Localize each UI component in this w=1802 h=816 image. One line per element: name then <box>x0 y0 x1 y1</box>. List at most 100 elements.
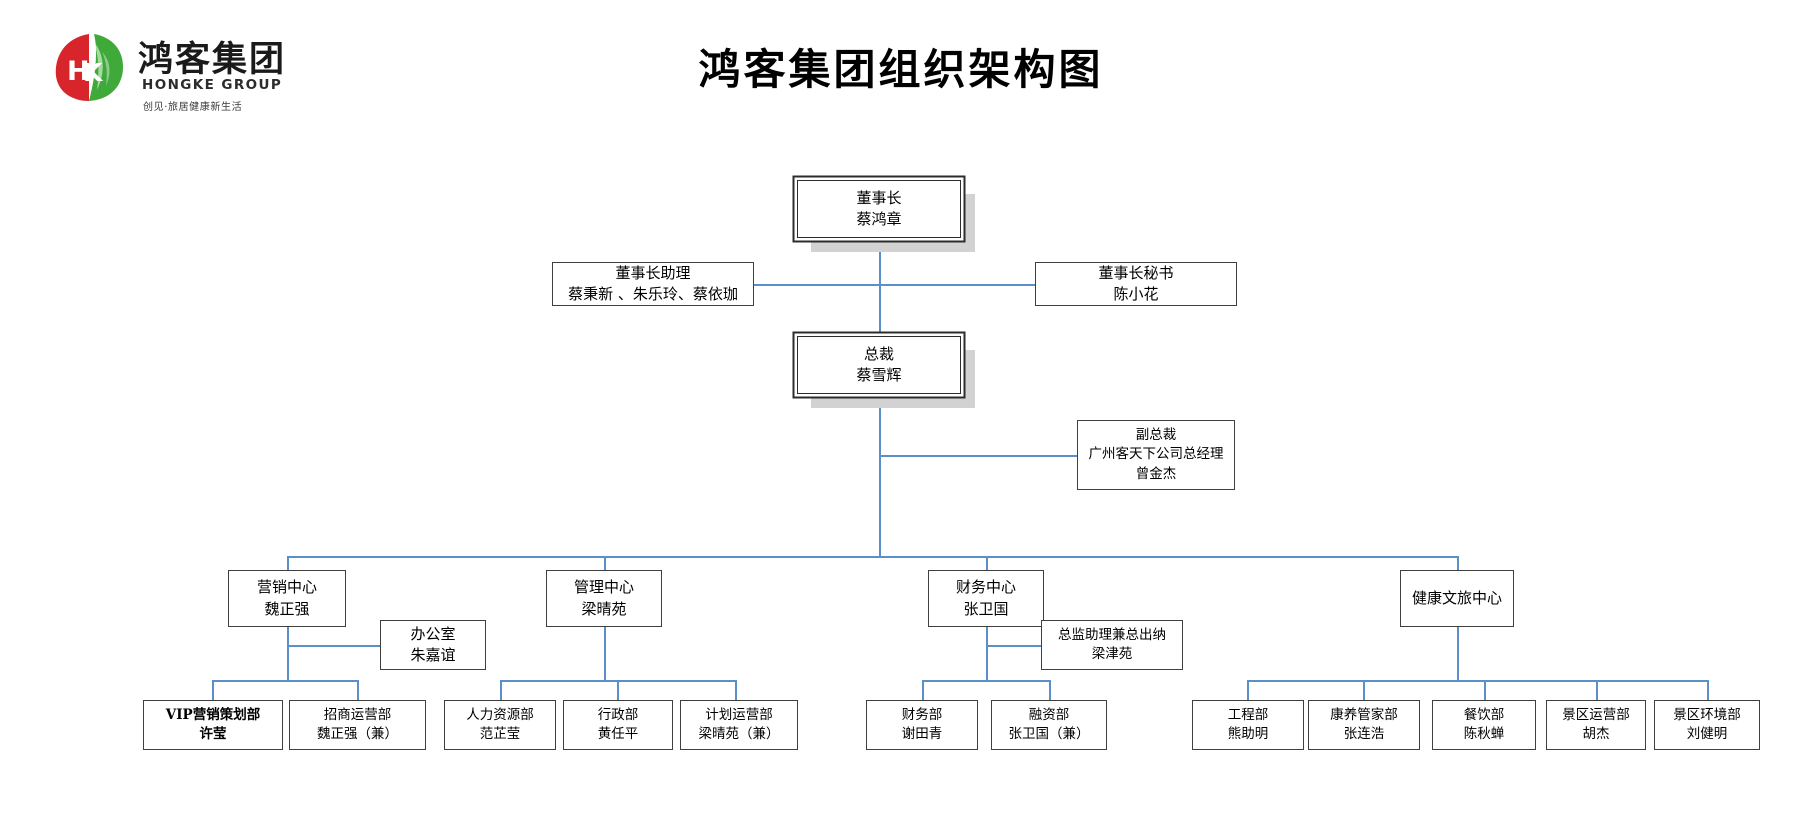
node-center-finance[interactable]: 财务中心 张卫国 <box>928 570 1044 627</box>
node-dept-scenic-operations[interactable]: 景区运营部 胡杰 <box>1546 700 1646 750</box>
node-vice-president-role: 副总裁 <box>1135 427 1177 444</box>
connector-bus-marketing <box>287 556 289 582</box>
node-chairman-secretary-person: 陈小花 <box>1113 285 1159 303</box>
connector-main-bus <box>287 556 1457 558</box>
connector-president-bus <box>879 402 881 557</box>
node-chairman-assistant-person: 蔡秉新 、朱乐玲、蔡依珈 <box>568 285 738 303</box>
node-center-marketing-role: 营销中心 <box>256 578 317 597</box>
node-center-management-role: 管理中心 <box>573 578 634 597</box>
node-vice-president-person: 曾金杰 <box>1135 465 1177 482</box>
connector-chairman-president <box>879 229 881 337</box>
node-office[interactable]: 办公室 朱嘉谊 <box>380 620 486 670</box>
node-dept-financing[interactable]: 融资部 张卫国（兼） <box>991 700 1107 750</box>
node-center-marketing[interactable]: 营销中心 魏正强 <box>228 570 346 627</box>
company-logo: H K 鸿客集团 HONGKE GROUP 创见·旅居健康新生活 <box>50 28 300 120</box>
connector-bus-finance <box>986 556 988 582</box>
connector-marketing-dept-1 <box>212 680 214 700</box>
connector-health-stem <box>1457 616 1459 680</box>
node-dept-administration[interactable]: 行政部 黄任平 <box>563 700 673 750</box>
node-center-health-tourism-role: 健康文旅中心 <box>1411 588 1502 607</box>
node-dept-person: 张连浩 <box>1343 726 1385 742</box>
connector-health-dept-3 <box>1484 680 1486 700</box>
node-dept-person: 梁晴苑（兼） <box>698 726 780 742</box>
node-vice-president-role2: 广州客天下公司总经理 <box>1088 446 1224 463</box>
node-chairman-person: 蔡鸿章 <box>856 210 902 228</box>
logo-name-en: HONGKE GROUP <box>142 77 283 93</box>
node-dept-person: 刘健明 <box>1686 726 1728 742</box>
node-president[interactable]: 总裁 蔡雪辉 <box>797 336 961 394</box>
node-dept-vip-marketing-planning[interactable]: VIP营销策划部 许莹 <box>143 700 283 750</box>
connector-marketing-dept-2 <box>357 680 359 700</box>
node-dept-role: 财务部 <box>901 706 943 723</box>
node-dept-person: 许莹 <box>199 726 227 742</box>
node-dept-person: 黄任平 <box>597 726 639 742</box>
hongke-leaf-logo-icon: H K <box>50 28 128 106</box>
node-dept-health-housekeeping[interactable]: 康养管家部 张连浩 <box>1308 700 1420 750</box>
connector-health-dept-bus <box>1247 680 1707 682</box>
connector-health-dept-5 <box>1707 680 1709 700</box>
connector-finance-stem <box>986 616 988 680</box>
connector-health-dept-4 <box>1596 680 1598 700</box>
connector-marketing-stem <box>287 616 289 680</box>
connector-chairman-assistant <box>753 284 880 286</box>
node-center-finance-role: 财务中心 <box>955 578 1016 597</box>
connector-marketing-dept-bus <box>212 680 358 682</box>
node-dept-role: VIP营销策划部 <box>165 706 261 723</box>
node-dept-role: 餐饮部 <box>1463 706 1505 723</box>
node-finance-staff-person: 梁津苑 <box>1091 646 1133 662</box>
node-chairman[interactable]: 董事长 蔡鸿章 <box>797 180 961 238</box>
node-dept-person: 陈秋蝉 <box>1463 726 1505 742</box>
node-chairman-assistant-role: 董事长助理 <box>615 263 691 282</box>
node-dept-planning-operations[interactable]: 计划运营部 梁晴苑（兼） <box>680 700 798 750</box>
node-center-management[interactable]: 管理中心 梁晴苑 <box>546 570 662 627</box>
node-president-role: 总裁 <box>863 344 894 363</box>
node-dept-role: 景区运营部 <box>1562 706 1630 723</box>
svg-text:K: K <box>83 58 104 87</box>
node-center-marketing-person: 魏正强 <box>264 599 310 618</box>
connector-management-dept-3 <box>735 680 737 700</box>
connector-finance-dept-bus <box>922 680 1050 682</box>
node-dept-scenic-environment[interactable]: 景区环境部 刘健明 <box>1654 700 1760 750</box>
node-center-management-person: 梁晴苑 <box>581 599 627 618</box>
connector-management-dept-1 <box>500 680 502 700</box>
svg-text:H: H <box>67 56 90 87</box>
connector-bus-management <box>604 556 606 582</box>
node-dept-role: 行政部 <box>597 706 639 723</box>
node-dept-role: 景区环境部 <box>1673 706 1741 723</box>
connector-president-vice <box>879 455 1077 457</box>
node-chairman-secretary-role: 董事长秘书 <box>1098 263 1174 282</box>
node-dept-role: 招商运营部 <box>323 706 392 723</box>
node-dept-role: 康养管家部 <box>1330 706 1398 723</box>
node-office-person: 朱嘉谊 <box>410 646 456 664</box>
logo-slogan: 创见·旅居健康新生活 <box>143 102 243 113</box>
node-chairman-assistant[interactable]: 董事长助理 蔡秉新 、朱乐玲、蔡依珈 <box>552 262 754 306</box>
node-dept-role: 融资部 <box>1028 706 1070 723</box>
node-chairman-role: 董事长 <box>856 188 902 207</box>
node-dept-finance[interactable]: 财务部 谢田青 <box>866 700 978 750</box>
node-president-person: 蔡雪辉 <box>856 366 902 384</box>
connector-finance-dept-2 <box>1049 680 1051 700</box>
node-dept-person: 魏正强（兼） <box>317 726 398 742</box>
node-dept-person: 熊助明 <box>1227 726 1269 742</box>
node-vice-president[interactable]: 副总裁 广州客天下公司总经理 曾金杰 <box>1077 420 1235 490</box>
node-dept-person: 胡杰 <box>1582 726 1610 742</box>
connector-bus-health <box>1457 556 1459 582</box>
node-dept-role: 人力资源部 <box>466 706 534 723</box>
node-dept-person: 范芷莹 <box>479 726 521 742</box>
node-dept-investment-operations[interactable]: 招商运营部 魏正强（兼） <box>289 700 426 750</box>
connector-finance-dept-1 <box>922 680 924 700</box>
connector-management-dept-2 <box>617 680 619 700</box>
node-center-health-tourism[interactable]: 健康文旅中心 <box>1400 570 1514 627</box>
node-dept-catering[interactable]: 餐饮部 陈秋蝉 <box>1432 700 1536 750</box>
node-chairman-secretary[interactable]: 董事长秘书 陈小花 <box>1035 262 1237 306</box>
connector-health-dept-2 <box>1363 680 1365 700</box>
connector-chairman-secretary <box>879 284 1035 286</box>
node-dept-human-resources[interactable]: 人力资源部 范芷莹 <box>444 700 556 750</box>
node-dept-role: 计划运营部 <box>705 706 773 723</box>
node-dept-person: 张卫国（兼） <box>1008 726 1090 742</box>
node-office-role: 办公室 <box>410 624 456 643</box>
node-dept-engineering[interactable]: 工程部 熊助明 <box>1192 700 1304 750</box>
node-finance-staff[interactable]: 总监助理兼总出纳 梁津苑 <box>1041 620 1183 670</box>
connector-finance-staff <box>986 645 1041 647</box>
